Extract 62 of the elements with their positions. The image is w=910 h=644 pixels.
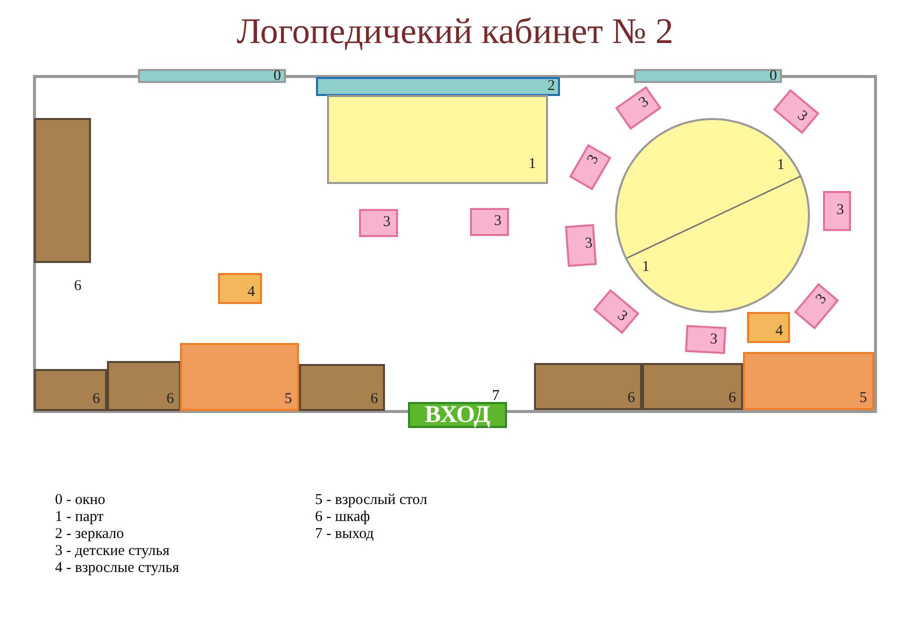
part-number: 4 bbox=[776, 324, 783, 339]
part-number: 5 bbox=[284, 392, 292, 407]
child-chair bbox=[358, 209, 398, 237]
adult-desk bbox=[743, 352, 874, 410]
part-number: 3 bbox=[383, 214, 390, 230]
child-chair bbox=[592, 289, 640, 335]
part-number: 3 bbox=[637, 95, 652, 112]
part-number: 3 bbox=[794, 108, 810, 126]
child-chair bbox=[565, 224, 597, 266]
adult-chair bbox=[218, 273, 262, 304]
child-chair bbox=[470, 208, 508, 236]
part-number: 0 bbox=[770, 68, 777, 84]
part-number: 6 bbox=[166, 392, 174, 407]
part-number: 3 bbox=[584, 236, 594, 252]
child-chair bbox=[614, 86, 662, 130]
entrance-door bbox=[408, 402, 507, 428]
plan-title: Логопедичекий кабинет № 2 bbox=[236, 10, 674, 52]
part-number: 6 bbox=[370, 392, 378, 407]
child-chair bbox=[568, 144, 612, 190]
part-number: 4 bbox=[248, 285, 255, 300]
child-chair bbox=[685, 325, 727, 355]
part-number: 5 bbox=[860, 391, 867, 406]
legend-entry: 1 - парт bbox=[55, 509, 104, 526]
part-number: 3 bbox=[494, 214, 502, 228]
part-number: 3 bbox=[614, 308, 630, 326]
desk bbox=[327, 95, 548, 184]
part-number: 7 bbox=[492, 389, 500, 404]
window bbox=[634, 69, 782, 83]
mirror bbox=[316, 77, 560, 96]
child-chair bbox=[823, 191, 851, 231]
cabinet bbox=[299, 364, 385, 411]
cabinet bbox=[642, 363, 743, 410]
legend-entry: 6 - шкаф bbox=[315, 509, 370, 526]
cabinet bbox=[107, 361, 181, 411]
legend-entry: 5 - взрослый стол bbox=[315, 492, 428, 509]
legend-entry: 0 - окно bbox=[55, 492, 106, 509]
part-number: 1 bbox=[777, 158, 784, 173]
part-number: 3 bbox=[710, 332, 718, 348]
adult-chair bbox=[747, 312, 790, 343]
adult-desk bbox=[180, 343, 299, 411]
child-chair bbox=[772, 89, 820, 135]
cabinet bbox=[34, 369, 107, 411]
part-number: 3 bbox=[836, 202, 844, 218]
part-number: 6 bbox=[628, 391, 635, 406]
window bbox=[138, 69, 286, 83]
part-number: 0 bbox=[274, 68, 281, 84]
cabinet bbox=[534, 363, 642, 410]
part-number: 1 bbox=[528, 157, 536, 172]
cabinet bbox=[34, 118, 91, 263]
legend-entry: 7 - выход bbox=[315, 526, 374, 543]
part-number: 6 bbox=[74, 279, 82, 294]
legend-entry: 4 - взрослые стулья bbox=[55, 560, 180, 577]
part-number: 3 bbox=[586, 153, 602, 168]
child-chair bbox=[794, 282, 840, 330]
part-number: 1 bbox=[642, 260, 650, 275]
legend-entry: 3 - детские стулья bbox=[55, 543, 170, 560]
legend-entry: 2 - зеркало bbox=[55, 526, 124, 543]
part-number: 2 bbox=[548, 79, 555, 94]
part-number: 3 bbox=[814, 292, 830, 308]
part-number: 6 bbox=[92, 392, 100, 407]
part-number: 6 bbox=[728, 391, 736, 406]
door-label: ВХОД bbox=[424, 403, 490, 427]
